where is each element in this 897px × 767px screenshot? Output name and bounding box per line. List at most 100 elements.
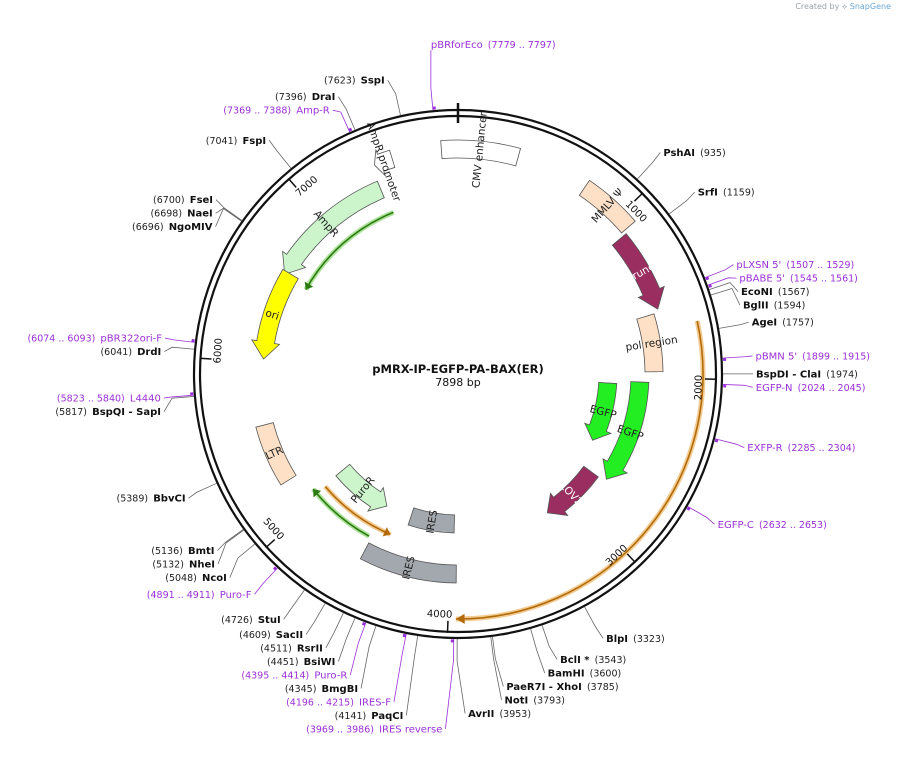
orf-arrowhead-0 [455,613,465,624]
site-label-agei[interactable]: AgeI (1757) [752,311,814,330]
site-label-avrii[interactable]: AvrII (3953) [468,702,531,721]
site-label-puro-r[interactable]: (4395 .. 4414) Puro-R [241,663,347,682]
site-pos-bsiwi: (4451) [267,657,299,668]
site-pos-avrii: (3953) [499,709,531,720]
site-label-pshai[interactable]: PshAI (935) [663,141,725,160]
site-name-egfp-c: EGFP-C [718,520,754,531]
site-label-bbvci[interactable]: (5389) BbvCI [117,487,186,506]
site-label-bmgbi[interactable]: (4345) BmgBI [285,677,358,696]
feature-ampr-promoter-1[interactable] [374,149,396,177]
site-pos-bmgbi: (4345) [285,684,317,695]
site-label-sspi[interactable]: (7623) SspI [324,69,385,88]
site-label-bamhi[interactable]: BamHI (3600) [548,661,622,680]
feature-ltr-10[interactable] [255,422,297,486]
site-label-rsrii[interactable]: (4511) RsrII [260,636,323,655]
site-pos-bmti: (5136) [151,546,183,557]
feature-mmlv-3[interactable] [578,179,636,234]
primer-mark-puro-f [272,566,278,571]
site-leader-ires-reverse [445,638,455,730]
site-leader-paqci [405,635,419,716]
site-label-bmti[interactable]: (5136) BmtI [151,539,214,558]
site-pos-bbvci: (5389) [117,494,149,505]
feature-ori-11[interactable] [251,268,299,360]
feature-lov2-7[interactable] [546,465,599,516]
site-label-pbr322ori-f[interactable]: (6074 .. 6093) pBR322ori-F [27,327,162,346]
site-label-ngomiv[interactable]: (6696) NgoMIV [132,215,213,234]
site-label-noti[interactable]: NotI (3793) [505,688,565,707]
site-label-ncoi[interactable]: (5048) NcoI [165,566,227,585]
site-label-paqci[interactable]: (4141) PaqCI [335,704,404,723]
site-label-fspi[interactable]: (7041) FspI [206,129,266,148]
site-label-bspqi[interactable]: (5817) BspQI - SapI [55,400,161,419]
site-label-fsei[interactable]: (6700) FseI [153,188,213,207]
site-label-pbmn-5[interactable]: pBMN 5' (1899 .. 1915) [755,344,870,363]
feature-puror-9[interactable] [335,463,388,512]
credit-prefix: Created by [795,2,840,11]
tick-label-7000: 7000 [294,174,320,199]
site-label-bspdi[interactable]: BspDI - ClaI (1974) [756,362,858,381]
site-leader-agei [718,321,749,329]
feature-ires-8[interactable] [359,542,457,584]
site-pos-ires-reverse: (3969 .. 3986) [306,724,374,735]
site-label-puro-f[interactable]: (4891 .. 4911) Puro-F [147,583,252,602]
feature-gag-truncated-4[interactable] [611,233,665,310]
site-leader-bbvci [188,482,217,499]
site-label-egfp-n[interactable]: EGFP-N (2024 .. 2045) [756,376,866,395]
feature-egfp-6[interactable] [602,381,650,480]
orf-line-0[interactable] [455,320,704,620]
site-label-plxsn-5[interactable]: pLXSN 5' (1507 .. 1529) [736,253,854,272]
site-label-bglii[interactable]: BglII (1594) [743,294,805,313]
site-label-econi[interactable]: EcoNI (1567) [741,280,809,299]
site-name-rsrii: RsrII [297,643,323,654]
site-name-srfi: SrfI [698,188,718,199]
orf-line-1[interactable] [305,211,394,290]
site-leader-pbrforeco [430,50,434,111]
feature-egfp-12[interactable] [584,382,618,441]
site-name-puro-f: Puro-F [220,590,252,601]
site-leader-drai [338,96,356,131]
site-label-egfp-c[interactable]: EGFP-C (2632 .. 2653) [718,513,827,532]
site-name-l4440: L4440 [130,394,161,405]
site-label-naei[interactable]: (6698) NaeI [150,202,212,221]
site-label-ires-f[interactable]: (4196 .. 4215) IRES-F [286,690,391,709]
site-pos-paer7i: (3785) [587,682,619,693]
credit-brand: SnapGene [849,2,891,11]
site-label-bsiwi[interactable]: (4451) BsiWI [267,650,335,669]
site-name-bmgbi: BmgBI [322,684,359,695]
orf-line-3[interactable] [324,485,391,536]
site-label-srfi[interactable]: SrfI (1159) [698,181,755,200]
feature-label-ires-8: IRES [400,555,418,581]
site-label-blpi[interactable]: BlpI (3323) [606,627,665,646]
site-label-drdi[interactable]: (6041) DrdI [100,340,161,359]
site-label-ires-reverse[interactable]: (3969 .. 3986) IRES reverse [306,717,442,736]
site-pos-exfp-r: (2285 .. 2304) [788,443,856,454]
site-label-pbrforeco[interactable]: pBRforEco (7779 .. 7797) [431,33,556,52]
site-label-nhei[interactable]: (5132) NheI [152,552,215,571]
site-leader-bglii [710,287,741,306]
feature-ires-13[interactable] [407,507,455,534]
site-pos-fsei: (6700) [153,195,185,206]
site-name-fspi: FspI [242,136,266,147]
site-leader-bmgbi [360,625,377,689]
site-label-sacii[interactable]: (4609) SacII [239,623,303,642]
site-label-drai[interactable]: (7396) DraI [275,85,335,104]
feature-ampr-2[interactable] [282,180,385,275]
site-label-pbabe-5[interactable]: pBABE 5' (1545 .. 1561) [739,267,857,286]
site-name-agei: AgeI [752,318,777,329]
site-label-amp-r[interactable]: (7369 .. 7388) Amp-R [223,99,329,118]
feature-label-ori-11: ori [264,307,281,323]
site-name-bspqi: BspQI [92,407,125,418]
site-label-paer7i[interactable]: PaeR7I - XhoI (3785) [506,675,618,694]
site-name-pbr322ori-f: pBR322ori-F [100,334,162,345]
site-name-stui: StuI [258,615,281,626]
site-label-stui[interactable]: (4726) StuI [221,608,281,627]
feature-cmv-enhancer-0[interactable] [440,139,522,167]
site-label-bcli[interactable]: BclI * (3543) [560,648,626,667]
site-name-bbvci: BbvCI [153,494,185,505]
site-name-plxsn-5: pLXSN 5' [736,260,781,271]
site-label-exfp-r[interactable]: EXFP-R (2285 .. 2304) [747,436,855,455]
site-label-l4440[interactable]: (5823 .. 5840) L4440 [57,387,161,406]
feature-pol-region-5[interactable] [636,313,664,373]
site-name-sacii: SacII [276,630,303,641]
